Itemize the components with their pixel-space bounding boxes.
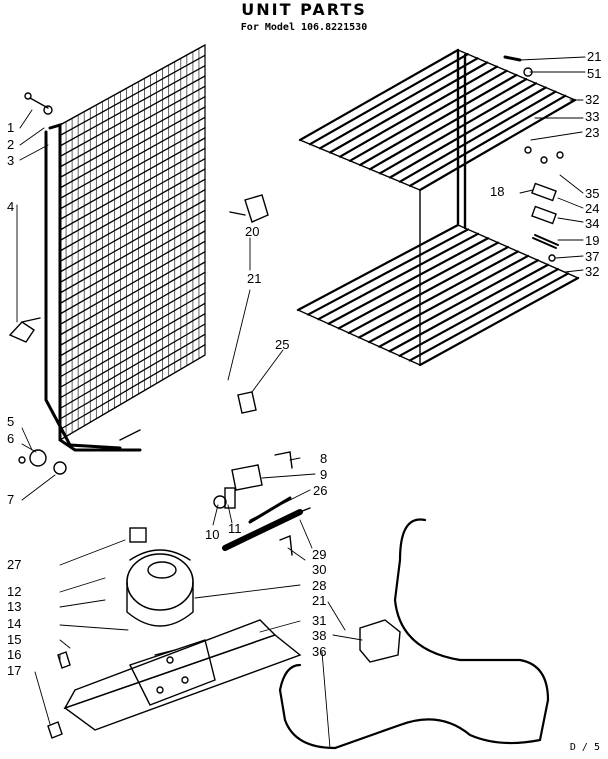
callout-32: 32: [585, 92, 600, 107]
callout-18: 18: [490, 184, 505, 199]
callout-27: 27: [7, 557, 22, 572]
callout-51: 51: [587, 66, 602, 81]
page-number: D / 5: [569, 742, 600, 753]
callout-30: 30: [312, 562, 327, 577]
callout-23: 23: [585, 125, 600, 140]
callout-32b: 32: [585, 264, 600, 279]
evaporator-shelves: [296, 48, 580, 367]
screw-part: [503, 55, 522, 62]
callout-33: 33: [585, 109, 600, 124]
callout-15: 15: [7, 632, 22, 647]
relay-27: [129, 527, 147, 543]
callout-38: 38: [312, 628, 327, 643]
base-plate: [63, 619, 302, 731]
relay-cover-9: [231, 464, 263, 491]
callout-21: 21: [247, 271, 262, 286]
callout-17: 17: [7, 663, 22, 678]
callout-14: 14: [7, 616, 22, 631]
callout-36: 36: [312, 644, 327, 659]
callout-5: 5: [7, 414, 15, 429]
compressor: [126, 549, 194, 627]
callout-28: 28: [312, 578, 327, 593]
callout-6: 6: [7, 431, 15, 446]
callout-19: 19: [585, 233, 600, 248]
callout-4: 4: [7, 199, 15, 214]
callout-3: 3: [7, 153, 15, 168]
callout-37: 37: [585, 249, 600, 264]
callout-20: 20: [245, 224, 260, 239]
tubing: [278, 518, 550, 750]
callout-22: 21: [587, 49, 602, 64]
callout-12: 12: [7, 584, 22, 599]
drain-part: [359, 619, 401, 663]
model-subtitle: For Model 106.8221530: [240, 22, 368, 33]
bracket-20: [244, 194, 269, 223]
clip-part: [8, 321, 35, 343]
clip-17: [47, 721, 63, 739]
callout-24: 24: [585, 201, 600, 216]
page-title: UNIT PARTS: [241, 0, 367, 19]
callout-29: 29: [312, 547, 327, 562]
callout-10: 10: [205, 527, 220, 542]
callout-9: 9: [320, 467, 328, 482]
callout-11: 11: [228, 521, 242, 536]
callout-25: 25: [275, 337, 290, 352]
bracket-part: [531, 205, 557, 225]
condenser-coil: [24, 43, 206, 452]
callout-26: 26: [313, 483, 328, 498]
callout-16: 16: [7, 647, 22, 662]
callout-34: 34: [585, 216, 600, 231]
callout-35: 35: [585, 186, 600, 201]
callout-2: 2: [7, 137, 15, 152]
callout-21b: 21: [312, 593, 327, 608]
bracket-part: [531, 182, 557, 202]
clip-25: [237, 391, 257, 414]
callout-7: 7: [7, 492, 15, 507]
callout-1: 1: [7, 120, 15, 135]
callout-31: 31: [312, 613, 327, 628]
callout-13: 13: [7, 599, 22, 614]
callout-8: 8: [320, 451, 328, 466]
